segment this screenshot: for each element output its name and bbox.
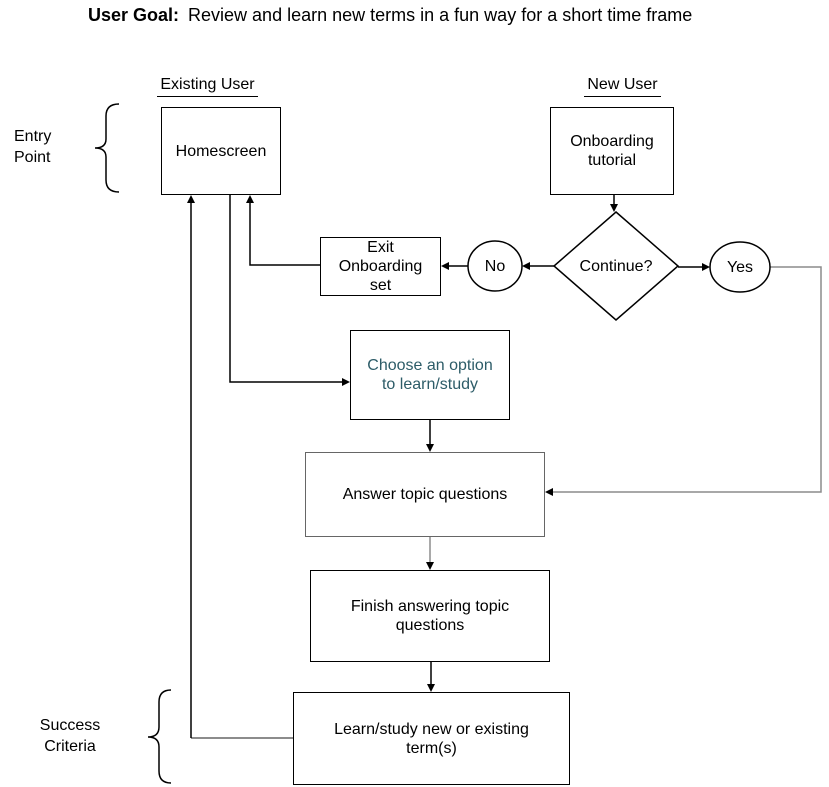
node-learn-study-terms: Learn/study new or existing term(s)	[293, 692, 570, 785]
connector-answer-to-finish	[426, 537, 434, 570]
continue-diamond-shape	[552, 211, 680, 321]
success-criteria-brace	[147, 689, 172, 784]
connector-finish-to-learn	[427, 662, 435, 692]
title-text: Review and learn new terms in a fun way …	[188, 5, 693, 25]
connector-choose-to-answer	[426, 420, 434, 452]
connector-learn-to-homescreen	[187, 195, 293, 739]
yes-ellipse-shape	[709, 241, 771, 293]
success-criteria-label: Success Criteria	[39, 717, 101, 755]
node-exit-onboarding-set: Exit Onboarding set	[320, 237, 441, 296]
connector-exit-to-homescreen	[246, 195, 320, 266]
node-finish-answering: Finish answering topic questions	[310, 570, 550, 662]
connector-onboarding-to-continue	[610, 195, 618, 212]
connector-continue-to-no	[522, 262, 554, 270]
node-choose-option: Choose an option to learn/study	[350, 330, 510, 420]
connector-no-to-exit	[441, 262, 468, 270]
node-onboarding-tutorial: Onboarding tutorial	[550, 107, 674, 195]
entry-point-label: Entry Point	[14, 128, 52, 166]
column-header-new-user: New User	[565, 76, 680, 97]
no-ellipse-shape	[467, 240, 523, 292]
title-label: User Goal:	[88, 5, 180, 25]
no-ellipse-label: No	[484, 257, 506, 275]
yes-ellipse-label: Yes	[726, 258, 754, 276]
column-header-existing-user: Existing User	[145, 76, 270, 97]
connector-homescreen-to-choose	[229, 195, 350, 386]
entry-point-brace	[94, 103, 120, 193]
node-homescreen: Homescreen	[161, 107, 281, 195]
continue-diamond-label: Continue?	[579, 257, 653, 275]
diagram-title: User Goal: Review and learn new terms in …	[88, 5, 692, 26]
connector-yes-to-answer	[545, 266, 822, 496]
connector-continue-to-yes	[678, 263, 710, 271]
node-answer-topic-questions: Answer topic questions	[305, 452, 545, 537]
